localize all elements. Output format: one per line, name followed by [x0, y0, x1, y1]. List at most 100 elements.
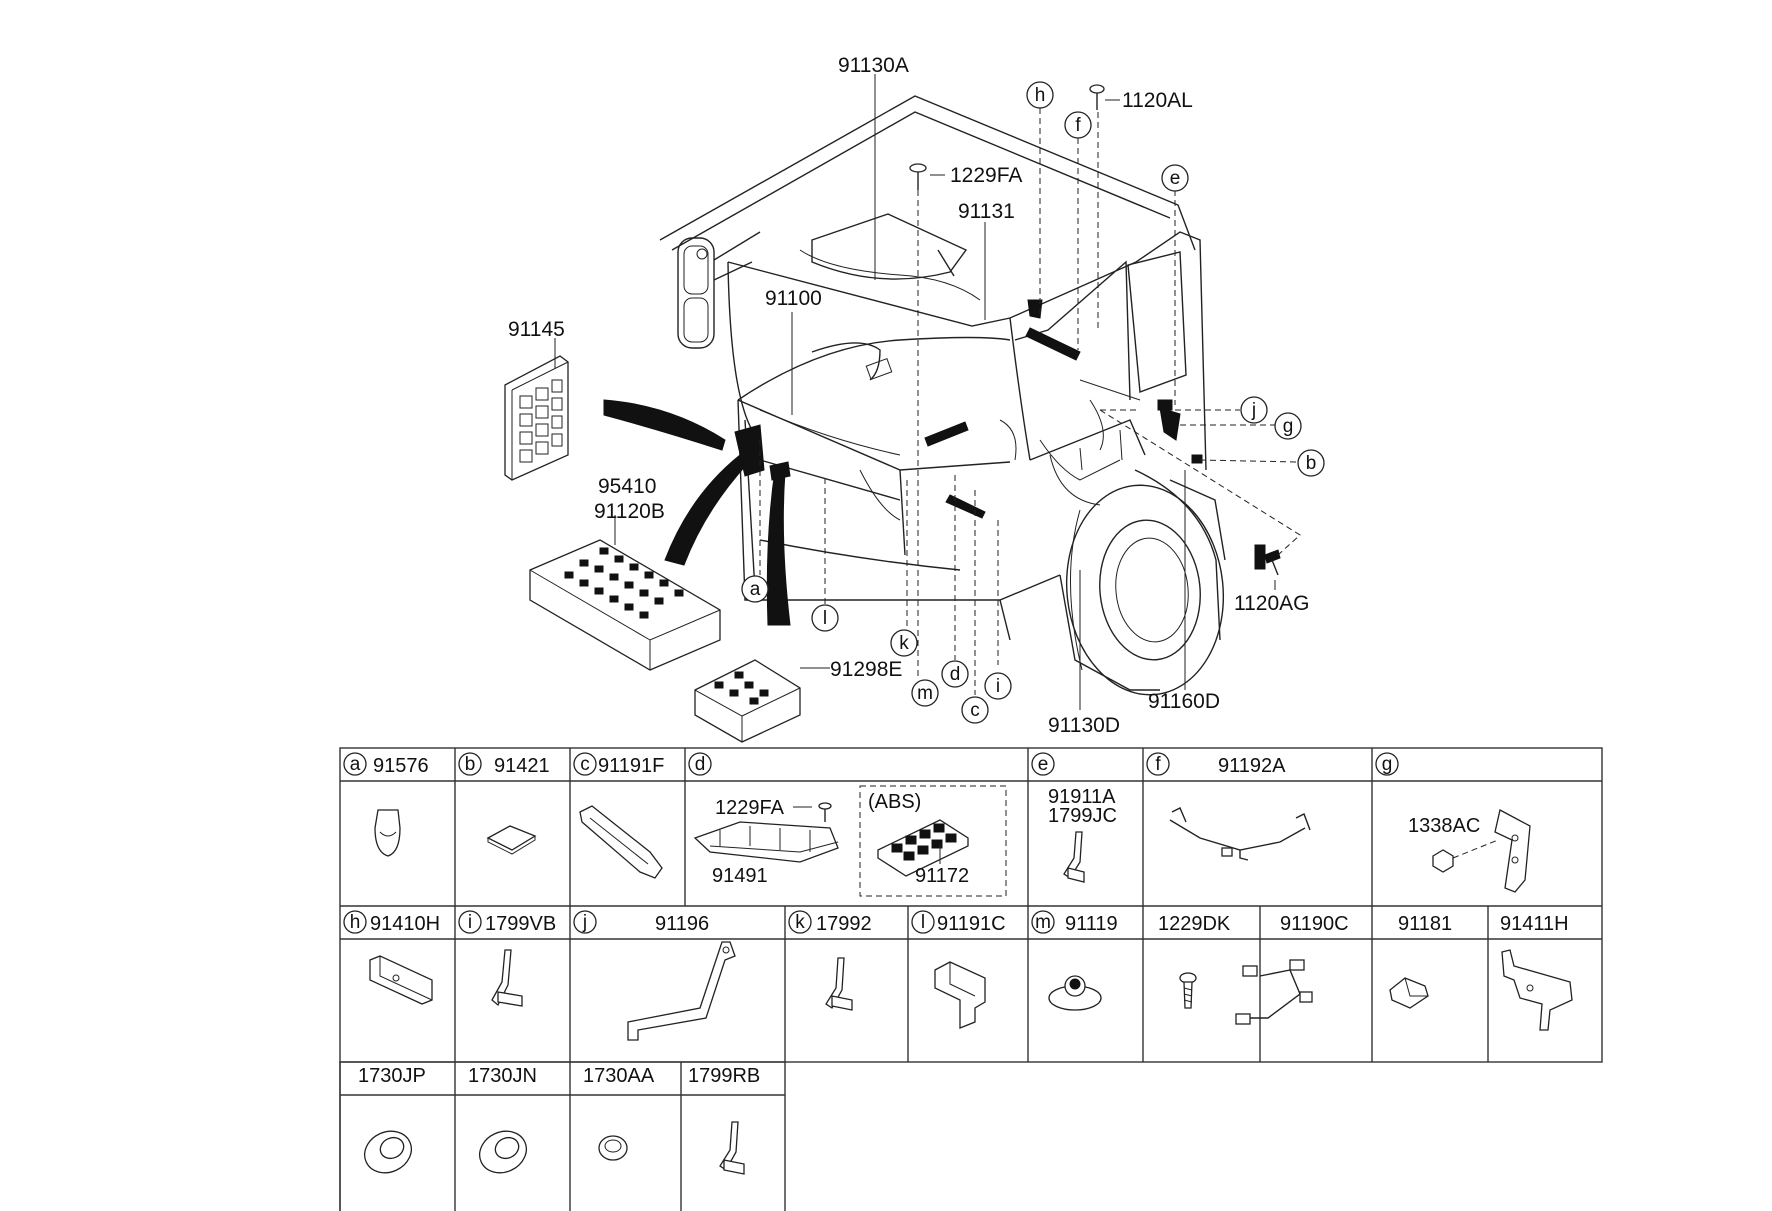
svg-text:k: k [899, 633, 909, 654]
callout-e: e [1161, 164, 1189, 192]
label-91145: 91145 [508, 318, 565, 341]
svg-text:a: a [750, 579, 761, 600]
label-1120AL: 1120AL [1122, 89, 1193, 112]
main-part-labels: 91130A 1120AL 1229FA 91131 91100 91145 9… [508, 54, 1310, 737]
table-row2-parts [369, 941, 1573, 1041]
pad-91421 [486, 825, 537, 855]
svg-text:j: j [1251, 400, 1256, 421]
svg-text:b: b [465, 754, 476, 775]
bolt-icon [1089, 84, 1105, 110]
label-91298E: 91298E [830, 658, 902, 681]
label-91130A: 91130A [838, 54, 909, 77]
svg-text:c: c [970, 700, 980, 721]
callout-f: f [1064, 111, 1092, 139]
svg-text:91190C: 91190C [1280, 913, 1349, 935]
main-callouts: h f e j g b a l k m d c i [741, 81, 1325, 724]
svg-text:91196: 91196 [655, 913, 709, 935]
cell-header-g: g [1375, 752, 1399, 776]
cell-header-1799RB: 1799RB [688, 1065, 760, 1087]
label-1229FA: 1229FA [950, 164, 1022, 187]
protector-91191C [934, 961, 986, 1029]
svg-text:m: m [917, 683, 933, 704]
svg-text:(ABS): (ABS) [868, 791, 921, 813]
svg-text:91172: 91172 [915, 865, 969, 887]
svg-text:17992: 17992 [816, 913, 872, 935]
svg-text:c: c [580, 754, 590, 775]
svg-text:e: e [1170, 168, 1181, 189]
label-91131: 91131 [958, 200, 1015, 223]
strap-1799VB [491, 949, 523, 1007]
label-95410: 95410 [598, 475, 656, 498]
cell-header-1229DK: 1229DK [1158, 913, 1231, 935]
cell-header-d: d [688, 752, 712, 776]
svg-text:91421: 91421 [494, 755, 550, 777]
protector-91191F [579, 805, 663, 879]
svg-text:i: i [996, 676, 1000, 697]
bolt-icon [1264, 549, 1281, 576]
callout-a: a [741, 575, 769, 603]
strap-91911A: 91911A 1799JC [1048, 786, 1117, 883]
bracket-91196 [627, 941, 736, 1041]
grommet-1730AA [598, 1135, 628, 1161]
svg-text:m: m [1035, 912, 1051, 933]
callout-d: d [941, 660, 969, 688]
cell-header-c: c 91191F [573, 752, 664, 777]
junction-box-91120B [529, 539, 721, 671]
cell-header-91411H: 91411H [1500, 913, 1569, 935]
svg-text:91119: 91119 [1065, 913, 1118, 935]
svg-text:1799VB: 1799VB [485, 913, 556, 935]
svg-text:i: i [468, 912, 472, 933]
bracket-91491: 1229FA 91491 [693, 797, 839, 887]
clip-91576 [374, 809, 401, 857]
label-91130D: 91130D [1048, 714, 1120, 737]
callout-c: c [961, 696, 989, 724]
svg-text:h: h [1035, 85, 1046, 106]
svg-text:d: d [950, 664, 961, 685]
bracket-91410H [369, 955, 433, 1005]
screw-1229DK [1179, 972, 1197, 1009]
grommet-91119 [1048, 975, 1102, 1011]
svg-text:91192A: 91192A [1218, 755, 1286, 777]
svg-text:l: l [823, 608, 827, 629]
table-row1-parts: 1229FA 91491 (ABS) 91172 91911A 1799JC [374, 785, 1531, 897]
parts-table-row3-grid [340, 1062, 785, 1211]
svg-text:91576: 91576 [373, 755, 429, 777]
svg-text:1799JC: 1799JC [1048, 805, 1117, 827]
callout-m: m [911, 679, 939, 707]
label-91160D: 91160D [1148, 690, 1220, 713]
svg-text:91411H: 91411H [1500, 913, 1569, 935]
callout-h: h [1026, 81, 1054, 109]
label-91100: 91100 [765, 287, 822, 310]
cell-header-91181: 91181 [1398, 913, 1452, 935]
svg-text:91911A: 91911A [1048, 786, 1116, 808]
svg-text:91191C: 91191C [937, 913, 1006, 935]
svg-text:1229DK: 1229DK [1158, 913, 1231, 935]
callout-b: b [1297, 449, 1325, 477]
callout-i: i [984, 672, 1012, 700]
bolt-icon [909, 163, 927, 190]
grommet-1730JN [479, 1130, 527, 1174]
svg-text:1338AC: 1338AC [1408, 815, 1480, 837]
svg-text:91181: 91181 [1398, 913, 1452, 935]
svg-text:f: f [1075, 115, 1081, 136]
label-91120B: 91120B [594, 500, 665, 523]
bracket-91411H [1501, 949, 1573, 1031]
svg-text:g: g [1283, 416, 1294, 437]
svg-text:91491: 91491 [712, 865, 768, 887]
svg-text:91191F: 91191F [598, 755, 664, 777]
leader-lines [554, 74, 1301, 710]
cell-header-b: b 91421 [458, 752, 550, 777]
cell-header-i: i 1799VB [458, 910, 556, 935]
svg-text:1229FA: 1229FA [715, 797, 785, 819]
cell-header-m: m 91119 [1031, 910, 1118, 935]
svg-text:h: h [350, 912, 361, 933]
